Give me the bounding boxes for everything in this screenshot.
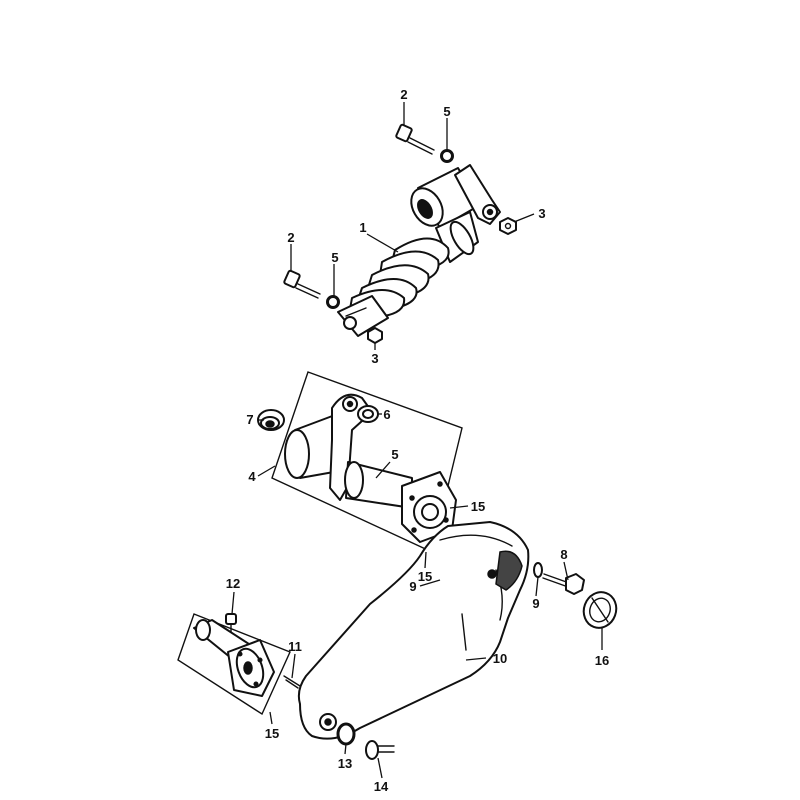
callout-13: 13 [338,756,352,771]
axle-hub [193,619,275,697]
axle-group-outline [177,613,291,716]
washer-13 [336,722,356,746]
callout-9-right: 9 [532,596,539,611]
shock-absorber [337,164,501,337]
bolt-8 [542,573,585,595]
nut-upper [499,217,517,235]
swingarm [297,521,530,740]
washer-lower [326,295,340,309]
grease-nipple-12 [225,613,237,633]
bolt-upper [395,123,435,155]
callout-4: 4 [248,469,256,484]
callout-7: 7 [246,412,253,427]
callout-15-lower: 15 [418,569,432,584]
callout-labels: 2 5 3 1 2 5 3 7 6 4 5 15 15 9 9 8 16 10 … [226,87,609,794]
bushing-6 [357,405,379,423]
callout-9-left: 9 [409,579,416,594]
linkage-arm [284,393,457,543]
callout-3-upper: 3 [538,206,545,221]
washer-upper [440,149,454,163]
callout-5-linkage: 5 [391,447,398,462]
pin-11 [283,675,301,689]
callout-5-upper: 5 [443,104,450,119]
callout-8: 8 [560,547,567,562]
washer-9-right [533,562,543,578]
callout-2-lower: 2 [287,230,294,245]
bearing-7 [257,409,285,431]
callout-16: 16 [595,653,609,668]
callout-6: 6 [383,407,390,422]
callout-11: 11 [288,639,302,654]
callout-14: 14 [374,779,389,794]
callout-10: 10 [493,651,507,666]
chain-guard-cap [582,591,618,629]
callout-12: 12 [226,576,240,591]
callout-1: 1 [359,220,366,235]
leader-lines [231,102,603,779]
callout-3-lower: 3 [371,351,378,366]
callout-2-upper: 2 [400,87,407,102]
bolt-lower [283,269,321,299]
callout-15-axle: 15 [265,726,279,741]
nut-lower [367,327,383,344]
callout-5-lower: 5 [331,250,338,265]
callout-15-flange: 15 [471,499,485,514]
bolt-14 [365,740,395,760]
